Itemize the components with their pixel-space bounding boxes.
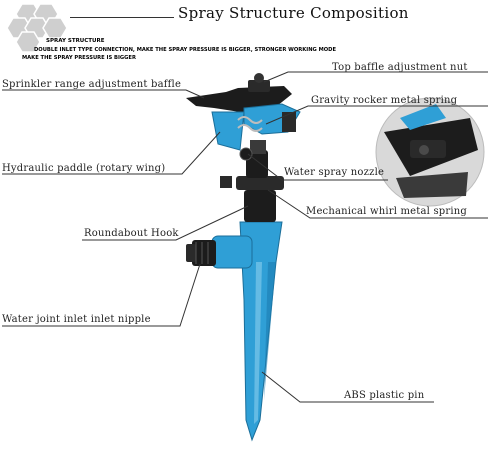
hexagon-logo	[6, 3, 68, 53]
header-note-2: MAKE THE SPRAY PRESSURE IS BIGGER	[22, 55, 136, 61]
sprinkler-head	[186, 73, 301, 188]
title-rule	[70, 17, 174, 18]
label-range-baffle: Sprinkler range adjustment baffle	[2, 79, 182, 90]
label-hook: Roundabout Hook	[84, 228, 179, 239]
sprinkler-stem	[236, 140, 284, 222]
spike-pin	[239, 221, 283, 442]
leader-lines	[2, 71, 488, 403]
inlet-connector	[186, 235, 253, 269]
label-rocker-spring: Gravity rocker metal spring	[311, 95, 458, 106]
diagram-title: Spray Structure Composition	[178, 4, 409, 22]
label-paddle: Hydraulic paddle (rotary wing)	[2, 163, 166, 174]
label-inlet: Water joint inlet inlet nipple	[2, 314, 151, 325]
label-top-baffle-nut: Top baffle adjustment nut	[332, 62, 468, 73]
section-heading: SPRAY STRUCTURE	[46, 38, 105, 44]
label-whirl-spring: Mechanical whirl metal spring	[306, 206, 468, 217]
label-nozzle: Water spray nozzle	[284, 167, 385, 178]
header-note-1: DOUBLE INLET TYPE CONNECTION, MAKE THE S…	[34, 47, 337, 53]
nozzle-zoom-circle	[375, 97, 485, 207]
label-pin: ABS plastic pin	[344, 390, 425, 401]
